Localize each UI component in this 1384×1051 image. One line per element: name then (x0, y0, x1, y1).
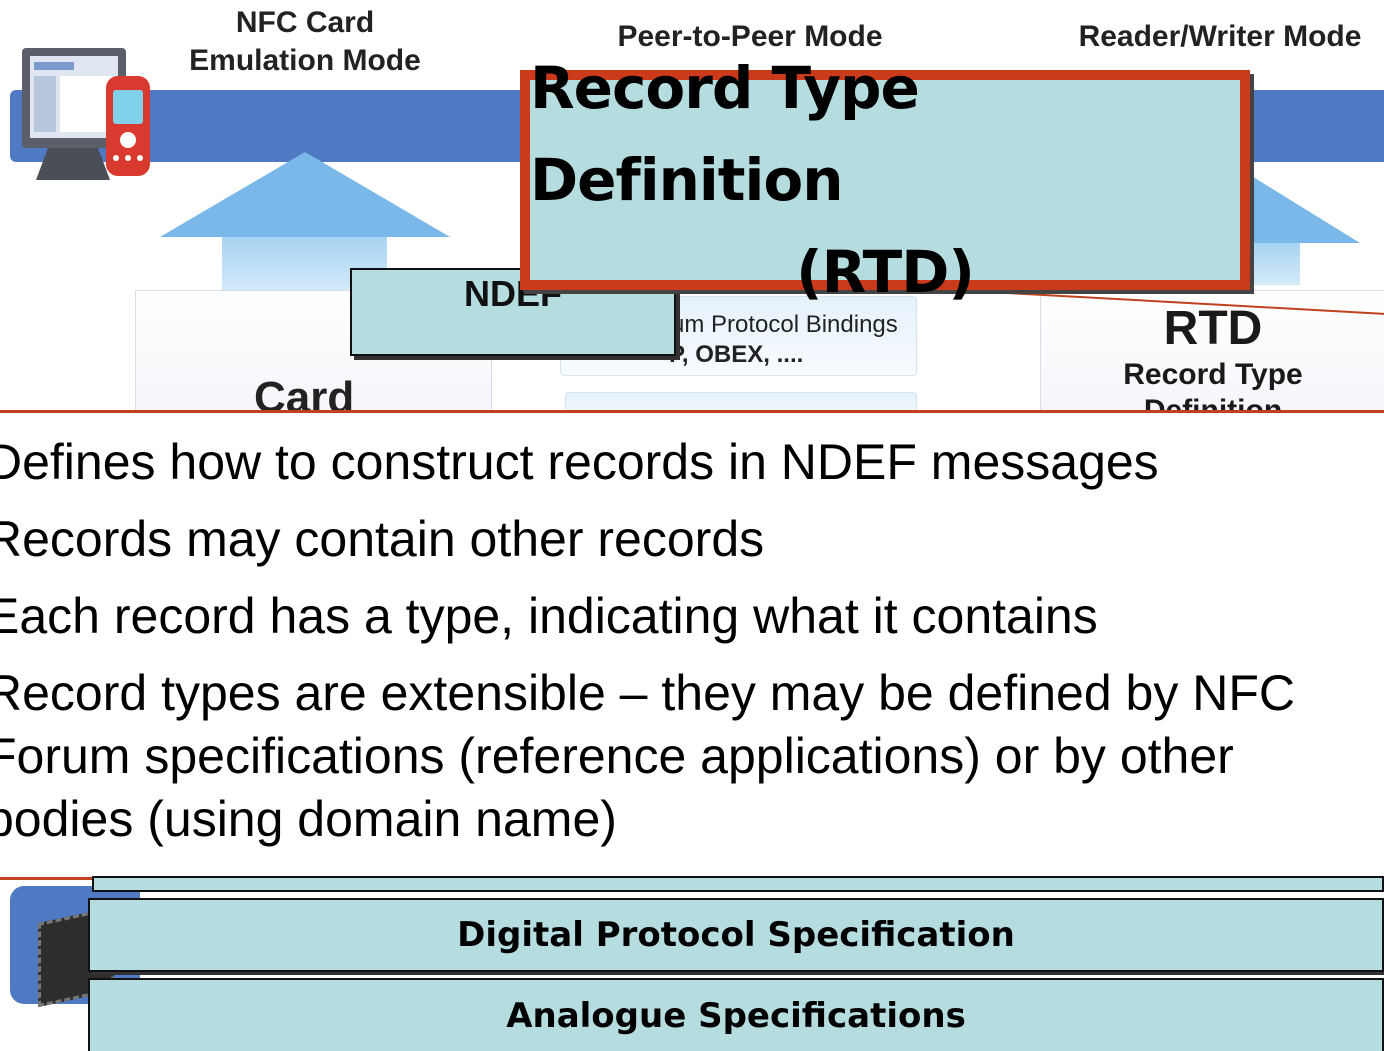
mode-switch-strip (92, 876, 1384, 892)
rtd-title-line2: (RTD) (796, 238, 975, 306)
mode-label-card-emulation: NFC Card Emulation Mode (189, 6, 421, 77)
bullet-4-line2: Forum specifications (reference applicat… (0, 728, 1234, 784)
arrow-up-right (1250, 175, 1384, 285)
rtd-title-line1: Record Type Definition (530, 54, 920, 214)
bullet-1: Defines how to construct records in NDEF… (0, 434, 1159, 490)
mode-label-peer-to-peer: Peer-to-Peer Mode (617, 20, 883, 53)
bullet-3: Each record has a type, indicating what … (0, 588, 1098, 644)
rtd-title-box: Record Type Definition (RTD) (520, 54, 1250, 306)
bindings-line2: P, OBEX, .... (669, 341, 804, 368)
rtd-line1: Record Type (1123, 358, 1303, 391)
computer-phone-icon (22, 48, 150, 180)
mode-label-reader-writer: Reader/Writer Mode (1078, 20, 1362, 53)
analogue-spec-label: Analogue Specifications (506, 995, 966, 1036)
bullet-4-line3: bodies (using domain name) (0, 791, 617, 847)
callout-line (990, 291, 1384, 315)
device-illustration (18, 40, 158, 190)
bullet-4-line1: Record types are extensible – they may b… (0, 665, 1296, 721)
bindings-line1: um Protocol Bindings (671, 311, 898, 338)
digital-protocol-bar: Digital Protocol Specification (88, 898, 1384, 972)
description-panel: Defines how to construct records in NDEF… (0, 410, 1384, 880)
analogue-spec-bar: Analogue Specifications (88, 978, 1384, 1051)
rtd-abbrev: RTD (1163, 302, 1263, 355)
bullet-2: Records may contain other records (0, 511, 765, 567)
digital-protocol-label: Digital Protocol Specification (457, 915, 1015, 955)
